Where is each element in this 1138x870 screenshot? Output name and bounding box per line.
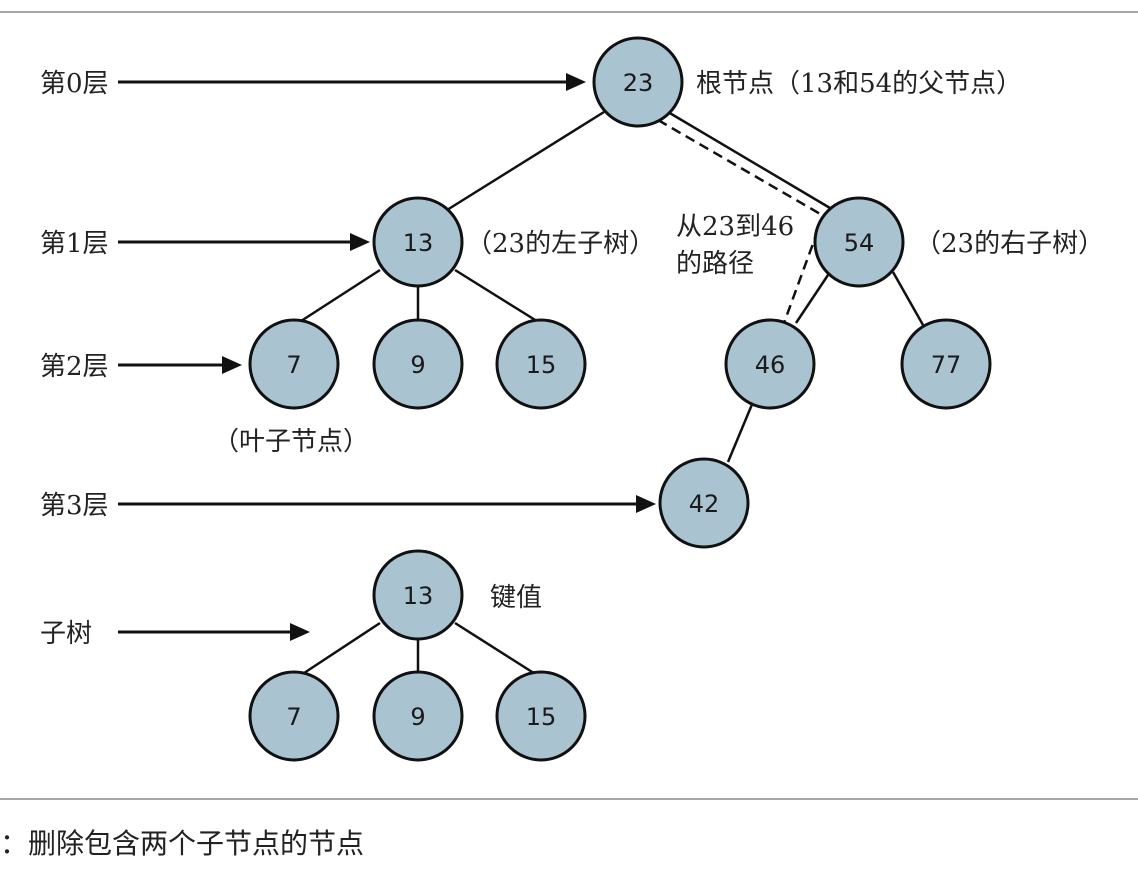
edge-13-15	[454, 268, 541, 325]
subtree-node: 13	[372, 549, 464, 641]
node-value: 15	[526, 351, 557, 379]
node-value: 54	[844, 229, 875, 257]
tree-node: 23	[592, 36, 684, 128]
level3-label: 第3层	[40, 491, 109, 521]
edge-23-54	[667, 110, 831, 210]
edge-46-42	[726, 401, 755, 463]
level0-label: 第0层	[40, 69, 109, 99]
edge-54-46	[794, 271, 832, 324]
level0-arrow	[118, 73, 586, 91]
edge-sub-13-15	[454, 621, 541, 679]
tree-node: 54	[813, 196, 905, 288]
node-value: 9	[410, 351, 425, 379]
node-value: 9	[410, 703, 425, 731]
tree-node: 9	[372, 318, 464, 410]
path-annotation-line2: 的路径	[676, 249, 754, 279]
path-annotation-line1: 从23到46	[676, 212, 794, 242]
node-value: 7	[286, 351, 301, 379]
node-value: 13	[403, 229, 434, 257]
path-dash-23-54	[657, 118, 823, 217]
level2-label: 第2层	[40, 352, 109, 382]
subtree-node: 7	[248, 670, 340, 762]
root-annotation: 根节点（13和54的父节点）	[696, 69, 1022, 99]
edge-sub-13-7	[297, 621, 381, 679]
right-subtree-annotation: （23的右子树）	[915, 229, 1104, 259]
edge-23-13	[446, 110, 605, 212]
tree-node: 46	[724, 318, 816, 410]
tree-node: 15	[495, 318, 587, 410]
tree-node: 42	[658, 457, 750, 549]
level1-label: 第1层	[40, 229, 109, 259]
tree-node: 77	[900, 318, 992, 410]
node-value: 46	[755, 351, 786, 379]
node-value: 77	[931, 351, 962, 379]
node-value: 15	[526, 703, 557, 731]
node-value: 13	[403, 582, 434, 610]
section-caption: ：删除包含两个子节点的节点	[0, 827, 365, 860]
path-dash-54-46	[782, 229, 820, 324]
level1-arrow	[118, 233, 370, 251]
key-annotation: 键值	[490, 583, 542, 613]
level3-arrow	[118, 495, 656, 513]
subtree-node: 15	[495, 670, 587, 762]
level2-arrow	[118, 356, 242, 374]
tree-node: 7	[248, 318, 340, 410]
subtree-arrow	[118, 623, 310, 641]
subtree-label: 子树	[40, 619, 92, 649]
edge-54-77	[891, 271, 925, 326]
leaf-annotation: （叶子节点）	[213, 427, 369, 457]
left-subtree-annotation: （23的左子树）	[466, 229, 655, 259]
node-value: 23	[623, 69, 654, 97]
edge-13-7	[297, 268, 381, 325]
tree-node: 13	[372, 196, 464, 288]
node-value: 7	[286, 703, 301, 731]
subtree-node: 9	[372, 670, 464, 762]
node-value: 42	[689, 490, 720, 518]
